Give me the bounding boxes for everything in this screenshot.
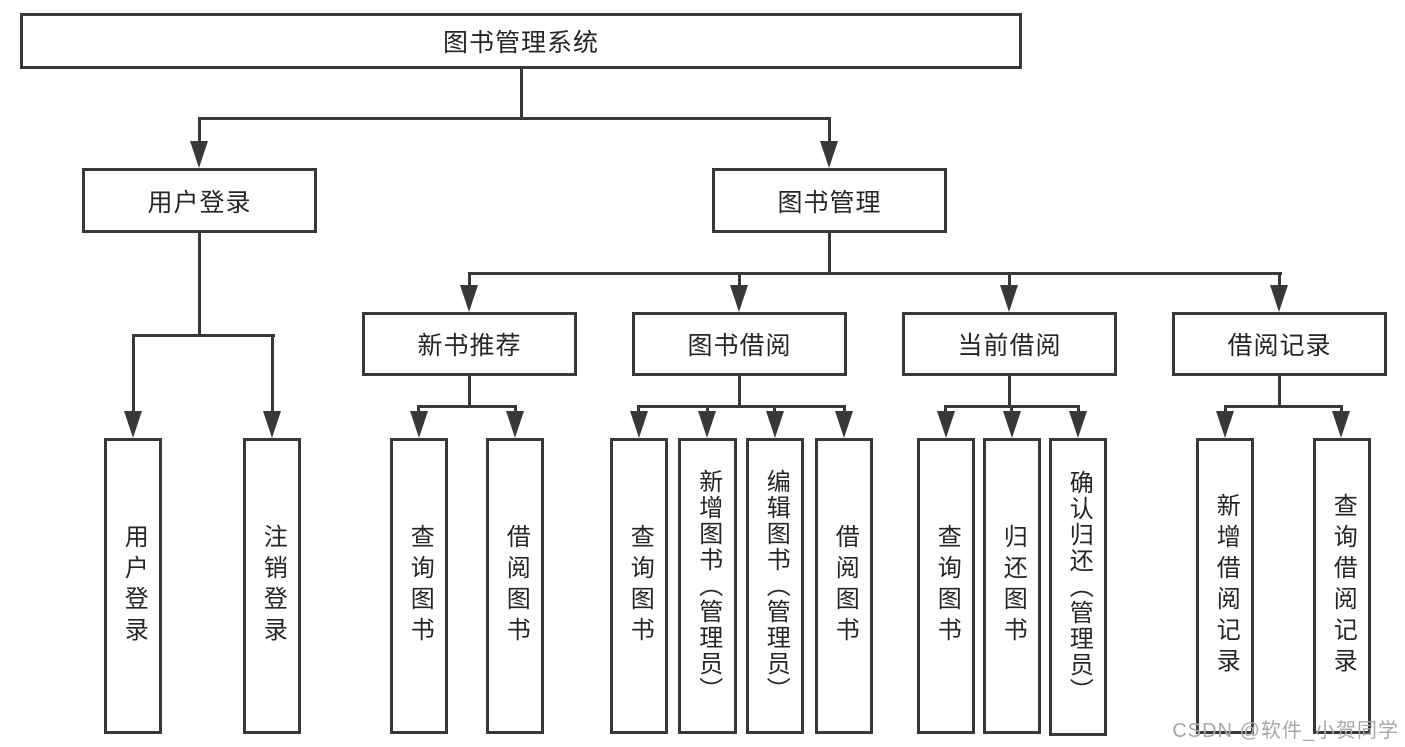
arrow-down-icon [630,411,648,438]
connector-drop-leaf [843,405,846,413]
node-library-system: 图书管理系统 [20,13,1022,69]
leaf-query-books-3: 查询图书 [917,438,975,734]
arrow-down-icon [820,141,838,168]
leaf-edit-book-admin: 编辑图书（管理员） [746,438,804,734]
arrow-down-icon [730,285,748,312]
leaf-borrow-books-1: 借阅图书 [486,438,544,734]
arrow-down-icon [1003,411,1021,438]
arrow-down-icon [1332,411,1350,438]
connector-drop-leaf [637,405,640,413]
arrow-down-icon [124,411,142,438]
arrow-down-icon [766,411,784,438]
connector-drop-l3 [1278,272,1281,287]
leaf-query-books-1: 查询图书 [390,438,448,734]
leaf-logout: 注销登录 [243,438,301,734]
connector-drop-leaf [1340,405,1343,413]
connector-root-hline [198,117,831,120]
connector-root-vline [520,69,523,120]
node-new-book-recommend: 新书推荐 [362,312,577,376]
node-book-management: 图书管理 [712,168,947,233]
arrow-down-icon [1270,285,1288,312]
leaf-query-books-2: 查询图书 [610,438,668,734]
arrow-down-icon [506,411,524,438]
connector-drop-leaf [132,334,135,414]
connector-drop-l3 [468,272,471,287]
leaf-query-borrow-record: 查询借阅记录 [1313,438,1371,734]
arrow-down-icon [410,411,428,438]
connector-g5-vline [1278,376,1281,407]
connector-g2-hline [417,405,517,408]
connector-drop-leaf [944,405,947,413]
node-book-borrowing: 图书借阅 [632,312,847,376]
leaf-confirm-return-admin: 确认归还（管理员） [1049,438,1107,736]
arrow-down-icon [937,411,955,438]
connector-drop-leaf [271,334,274,414]
connector-bookmgmt-vline [828,233,831,275]
connector-drop-user-login [198,117,201,144]
watermark: CSDN @软件_小贺同学 [1172,720,1399,742]
connector-drop-leaf [417,405,420,413]
connector-drop-book-mgmt [828,117,831,144]
arrow-down-icon [263,411,281,438]
connector-g4-vline [1008,376,1011,407]
connector-drop-l3 [738,272,741,287]
connector-userlogin-vline [198,233,201,337]
node-borrowing-records: 借阅记录 [1172,312,1387,376]
leaf-borrow-books-2: 借阅图书 [815,438,873,734]
connector-userlogin-hline [132,334,275,337]
connector-g2-vline [468,376,471,407]
arrow-down-icon [698,411,716,438]
leaf-add-book-admin: 新增图书（管理员） [678,438,737,734]
connector-drop-leaf [1224,405,1227,413]
arrow-down-icon [1216,411,1234,438]
arrow-down-icon [835,411,853,438]
connector-g5-hline [1224,405,1343,408]
connector-drop-leaf [514,405,517,413]
leaf-add-borrow-record: 新增借阅记录 [1196,438,1254,734]
arrow-down-icon [190,141,208,168]
connector-bookmgmt-hline [468,272,1282,275]
connector-g3-vline [738,376,741,407]
connector-drop-l3 [1008,272,1011,287]
connector-g3-hline [637,405,846,408]
node-current-borrowing: 当前借阅 [902,312,1117,376]
connector-drop-leaf [773,405,776,413]
arrow-down-icon [1000,285,1018,312]
arrow-down-icon [460,285,478,312]
connector-drop-leaf [706,405,709,413]
connector-drop-leaf [1010,405,1013,413]
node-user-login: 用户登录 [82,168,317,233]
leaf-user-login: 用户登录 [104,438,162,734]
arrow-down-icon [1069,411,1087,438]
connector-drop-leaf [1077,405,1080,413]
leaf-return-book: 归还图书 [983,438,1041,734]
